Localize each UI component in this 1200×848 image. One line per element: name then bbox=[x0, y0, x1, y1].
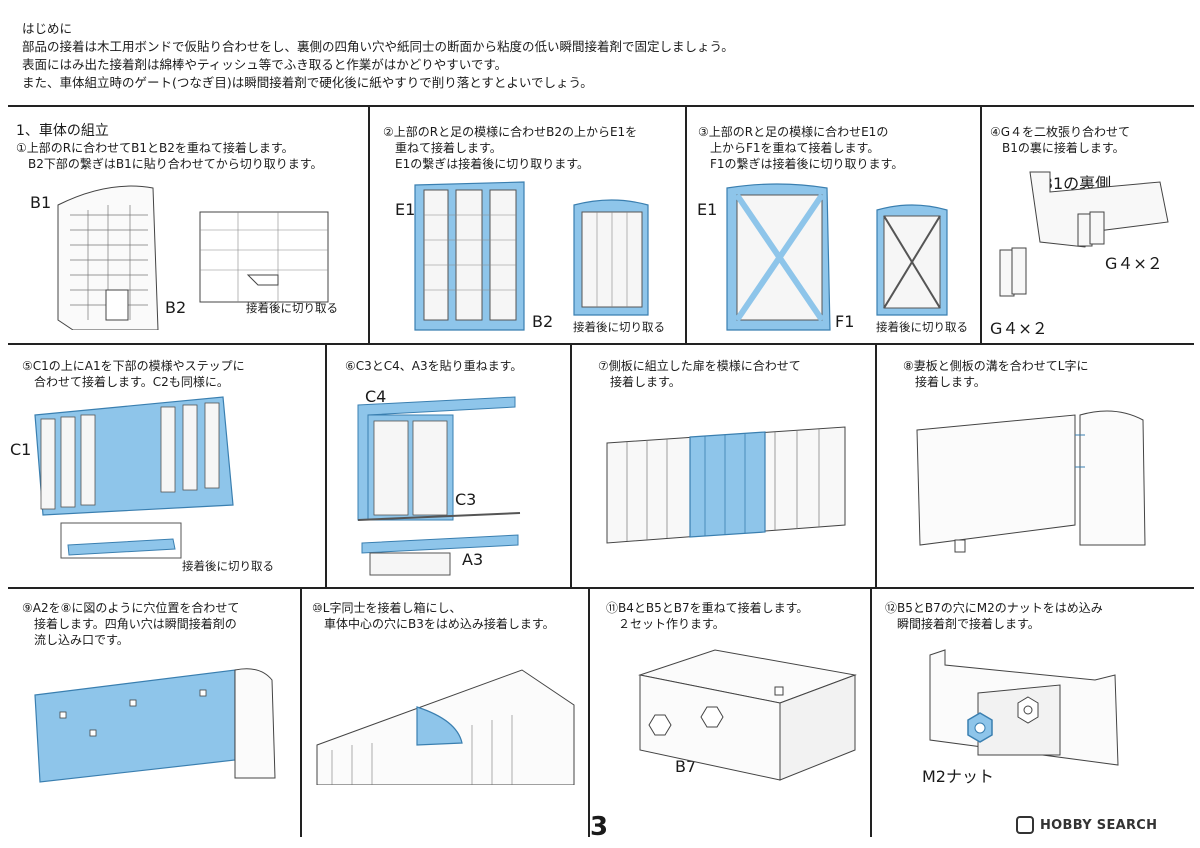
part-label-b2: B2 bbox=[165, 298, 187, 317]
part-label-b2: B2 bbox=[532, 312, 554, 331]
step-8-caption: ⑧妻板と側板の溝を合わせてL字に 接着します。 bbox=[903, 359, 1089, 389]
grid-divider bbox=[300, 587, 302, 837]
grid-divider bbox=[980, 105, 982, 343]
part-label-m2-nut: M2ナット bbox=[922, 767, 994, 786]
step-12-figure bbox=[929, 649, 1119, 766]
intro-line: 部品の接着は木工用ボンドで仮貼り合わせをし、裏側の四角い穴や紙同士の断面から粘度… bbox=[22, 39, 734, 54]
grid-divider bbox=[570, 343, 572, 587]
step-6-caption: ⑥C3とC4、A3を貼り重ねます。 bbox=[345, 359, 523, 373]
grid-divider bbox=[8, 105, 1194, 107]
part-label-a3: A3 bbox=[462, 550, 484, 569]
step-6-figure bbox=[357, 396, 521, 576]
step-7-figure bbox=[606, 426, 846, 544]
step-3-caption: ③上部のRと足の模様に合わせE1の 上からF1を重ねて接着します。 F1の繋ぎは… bbox=[698, 125, 904, 171]
grid-divider bbox=[875, 343, 877, 587]
part-label-b7: B7 bbox=[675, 757, 697, 776]
grid-divider bbox=[685, 105, 687, 343]
step-9-figure bbox=[34, 668, 276, 783]
step-11-caption: ⑪B4とB5とB7を重ねて接着します。 ２セット作ります。 bbox=[606, 601, 809, 631]
part-label-c4: C4 bbox=[365, 387, 387, 406]
step-10-figure bbox=[316, 669, 575, 785]
part-label-e1: E1 bbox=[395, 200, 416, 219]
step-12-caption: ⑫B5とB7の穴にM2のナットをはめ込み 瞬間接着剤で接着します。 bbox=[885, 601, 1103, 631]
intro-line: 表面にはみ出た接着剤は綿棒やティッシュ等でふき取ると作業がはかどりやすいです。 bbox=[22, 57, 508, 72]
cut-note: 接着後に切り取る bbox=[182, 559, 274, 573]
grid-divider bbox=[8, 343, 1194, 345]
part-label-g4-b: G４×２ bbox=[990, 319, 1048, 338]
step-1-figure bbox=[57, 185, 329, 330]
step-10-caption: ⑩L字同士を接着し箱にし、 車体中心の穴にB3をはめ込み接着します。 bbox=[312, 601, 555, 631]
part-label-f1: F1 bbox=[835, 312, 855, 331]
cut-note: 接着後に切り取る bbox=[573, 320, 665, 334]
part-label-c3: C3 bbox=[455, 490, 477, 509]
part-label-c1: C1 bbox=[10, 440, 32, 459]
page-number: 3 bbox=[590, 812, 609, 842]
step-5-figure bbox=[34, 396, 234, 559]
step-5-caption: ⑤C1の上にA1を下部の模様やステップに 合わせて接着します。C2も同様に。 bbox=[22, 359, 245, 389]
step-4-figure bbox=[999, 171, 1169, 297]
hobby-search-logo-icon bbox=[1016, 816, 1034, 834]
step-7-caption: ⑦側板に組立した扉を模様に合わせて 接着します。 bbox=[598, 359, 801, 389]
step-9-caption: ⑨A2を⑧に図のように穴位置を合わせて 接着します。四角い穴は瞬間接着剤の 流し… bbox=[22, 601, 240, 647]
grid-divider bbox=[325, 343, 327, 587]
grid-divider bbox=[588, 587, 590, 837]
part-label-g4-a: G４×２ bbox=[1105, 254, 1163, 273]
grid-divider bbox=[368, 105, 370, 343]
part-label-b1: B1 bbox=[30, 193, 52, 212]
part-label-e1: E1 bbox=[697, 200, 718, 219]
intro-heading: はじめに bbox=[22, 21, 73, 36]
brand-logo-text: HOBBY SEARCH bbox=[1040, 818, 1158, 833]
step-1-caption: ①上部のRに合わせてB1とB2を重ねて接着します。 B2下部の繋ぎはB1に貼り合… bbox=[16, 141, 323, 171]
cut-note: 接着後に切り取る bbox=[246, 301, 338, 315]
cut-note: 接着後に切り取る bbox=[876, 320, 968, 334]
step-8-figure bbox=[916, 410, 1146, 553]
step-4-caption: ④G４を二枚張り合わせて B1の裏に接着します。 bbox=[990, 125, 1131, 155]
intro-text: はじめに 部品の接着は木工用ボンドで仮貼り合わせをし、裏側の四角い穴や紙同士の断… bbox=[22, 20, 734, 92]
step-2-figure bbox=[414, 181, 649, 331]
step-3-figure bbox=[726, 183, 948, 331]
step-11-figure bbox=[638, 649, 857, 781]
step-2-caption: ②上部のRと足の模様に合わせB2の上からE1を 重ねて接着します。 E1の繋ぎは… bbox=[383, 125, 638, 171]
intro-line: また、車体組立時のゲート(つなぎ目)は瞬間接着剤で硬化後に紙やすりで削り落とすと… bbox=[22, 75, 593, 90]
grid-divider bbox=[870, 587, 872, 837]
grid-divider bbox=[8, 587, 1194, 589]
section-title: 1、車体の組立 bbox=[16, 123, 109, 139]
